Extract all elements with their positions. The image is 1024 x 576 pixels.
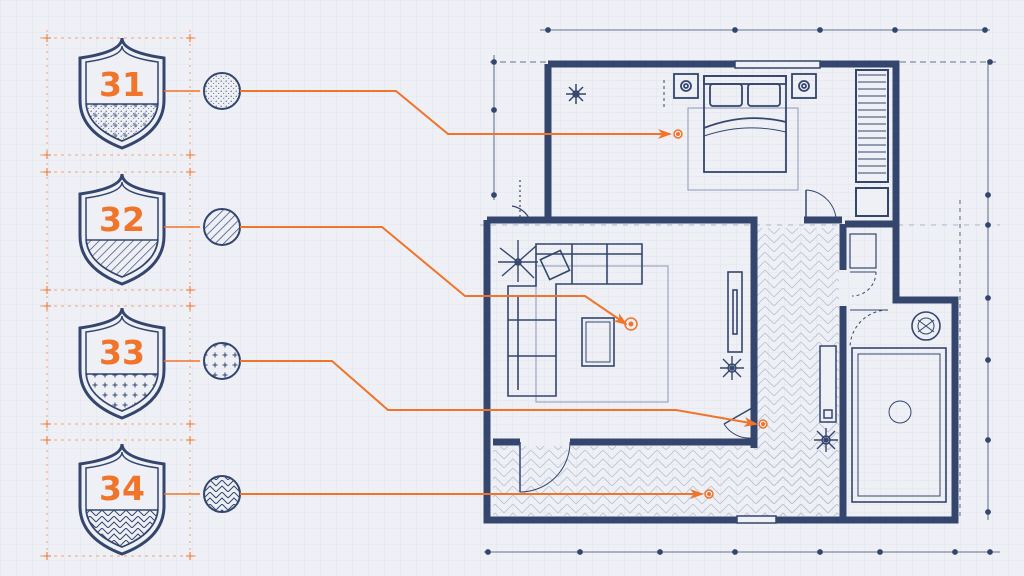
sink (849, 233, 877, 269)
pillow (709, 83, 743, 107)
legend-number-32: 32 (99, 200, 145, 239)
closet-box (855, 187, 889, 217)
wardrobe (855, 69, 889, 183)
plant-icon (720, 356, 744, 380)
leader-32 (240, 226, 628, 326)
target-33 (758, 419, 768, 429)
diagonal-hatch-icon (85, 239, 159, 278)
bathtub (851, 347, 947, 503)
hall-door (511, 180, 531, 221)
legend-number-34: 34 (99, 469, 145, 508)
tv-console (727, 271, 743, 353)
hallway-console (819, 345, 837, 423)
dimension-lines (480, 27, 1000, 555)
legend-item-32: 32 (78, 173, 241, 286)
swatch-circle-32 (203, 208, 241, 246)
leader-31 (240, 90, 672, 139)
floor-plan (480, 27, 1000, 555)
swatch-circle-34 (203, 475, 241, 513)
armchair (539, 249, 571, 281)
palm-plant-icon (498, 240, 538, 282)
coffee-table (581, 317, 615, 367)
toilet-icon (911, 311, 941, 341)
sectional-sofa (507, 243, 643, 397)
plant-icon (566, 84, 586, 104)
leader-33 (240, 360, 758, 427)
living-room-floor (493, 224, 753, 440)
target-32 (624, 317, 638, 331)
plant-icon (814, 428, 838, 452)
herringbone-icon (85, 509, 159, 548)
swatch-circle-33 (203, 342, 241, 380)
legend-number-33: 33 (99, 333, 145, 372)
corridor-floor (493, 446, 837, 516)
bathroom-floor (849, 306, 951, 516)
legend-guides (40, 30, 196, 560)
bathroom (849, 233, 947, 503)
legend-item-31: 31 (78, 37, 241, 150)
plus-grid-icon (85, 373, 159, 412)
bedroom-furniture (663, 73, 817, 191)
target-31 (673, 129, 683, 139)
windows (734, 60, 821, 524)
legend-guide-ticks (43, 34, 194, 560)
walls (483, 60, 959, 524)
swatch-circle-31 (203, 72, 241, 110)
living-door (519, 407, 753, 493)
living-furniture (507, 243, 743, 403)
pillow (747, 83, 781, 107)
target-34 (704, 489, 714, 499)
rug (535, 265, 669, 403)
bedroom-floor (552, 70, 892, 218)
target-markers (624, 129, 768, 499)
bedroom-door (805, 189, 837, 222)
rug (687, 107, 799, 191)
nightstand (791, 73, 817, 99)
legend-item-34: 34 (78, 443, 241, 556)
leader-lines (240, 90, 758, 499)
drain-icon (888, 400, 912, 424)
nightstand (673, 73, 699, 99)
legend-item-33: 33 (78, 307, 241, 420)
legend-number-31: 31 (99, 65, 145, 104)
